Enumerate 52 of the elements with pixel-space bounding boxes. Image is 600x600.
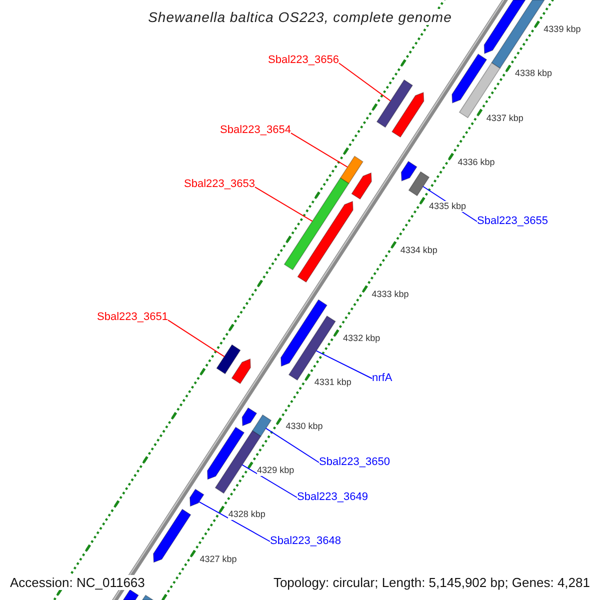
scale-label: 4337 kbp	[486, 112, 524, 124]
leader-line	[198, 501, 270, 542]
gene-block	[484, 0, 526, 54]
gene-label: Sbal223_3648	[270, 535, 341, 548]
scale-label: 4332 kbp	[343, 333, 380, 344]
leader-line	[316, 350, 372, 379]
gene-block	[252, 414, 272, 437]
gene-block	[207, 426, 245, 480]
gene-block	[400, 160, 418, 182]
gene-label: Sbal223_3656	[268, 54, 339, 67]
scale-label: 4339 kbp	[544, 24, 581, 36]
gene-block	[491, 0, 546, 69]
genome-info-text: Topology: circular; Length: 5,145,902 bp; Genes: 4,281	[273, 575, 590, 590]
scale-label: 4336 kbp	[458, 156, 495, 168]
gene-block	[452, 54, 488, 104]
gene-block	[280, 299, 328, 367]
gene-label: Sbal223_3653	[184, 178, 255, 191]
scale-label: 4328 kbp	[228, 509, 266, 520]
gene-label: nrfA	[372, 372, 392, 385]
scale-label: 4331 kbp	[314, 377, 352, 388]
leader-line	[254, 186, 313, 222]
gene-block	[216, 344, 241, 374]
gene-label: Sbal223_3655	[477, 215, 548, 228]
scale-label: 4330 kbp	[286, 421, 323, 432]
leader-line	[242, 464, 298, 498]
gene-block	[408, 171, 430, 196]
gene-block	[391, 92, 424, 138]
scale-label: 4327 kbp	[200, 554, 237, 565]
gene-block	[376, 79, 414, 128]
gene-block	[297, 200, 354, 283]
scale-label: 4338 kbp	[515, 68, 552, 80]
gene-block	[340, 156, 364, 184]
leader-line	[265, 428, 320, 463]
gene-label: Sbal223_3654	[220, 124, 291, 137]
gene-label: Sbal223_3650	[319, 456, 390, 469]
genome-info-text: Accession: NC_011663	[10, 575, 145, 590]
scale-label: 4329 kbp	[257, 465, 294, 476]
gene-block	[231, 358, 251, 384]
gene-block	[142, 594, 154, 600]
gene-block	[284, 177, 350, 270]
gene-block	[190, 488, 204, 507]
scale-label: 4333 kbp	[372, 288, 409, 300]
gene-block	[242, 407, 258, 426]
gene-label: Sbal223_3649	[297, 491, 368, 504]
title: Shewanella baltica OS223, complete genome	[148, 9, 452, 25]
leader-line	[290, 132, 348, 168]
scale-label: 4335 kbp	[429, 200, 466, 212]
gene-label: Sbal223_3651	[97, 311, 168, 324]
leader-line	[168, 320, 225, 358]
gene-block	[153, 508, 192, 563]
scale-label: 4334 kbp	[400, 244, 438, 256]
leader-line	[338, 62, 391, 102]
